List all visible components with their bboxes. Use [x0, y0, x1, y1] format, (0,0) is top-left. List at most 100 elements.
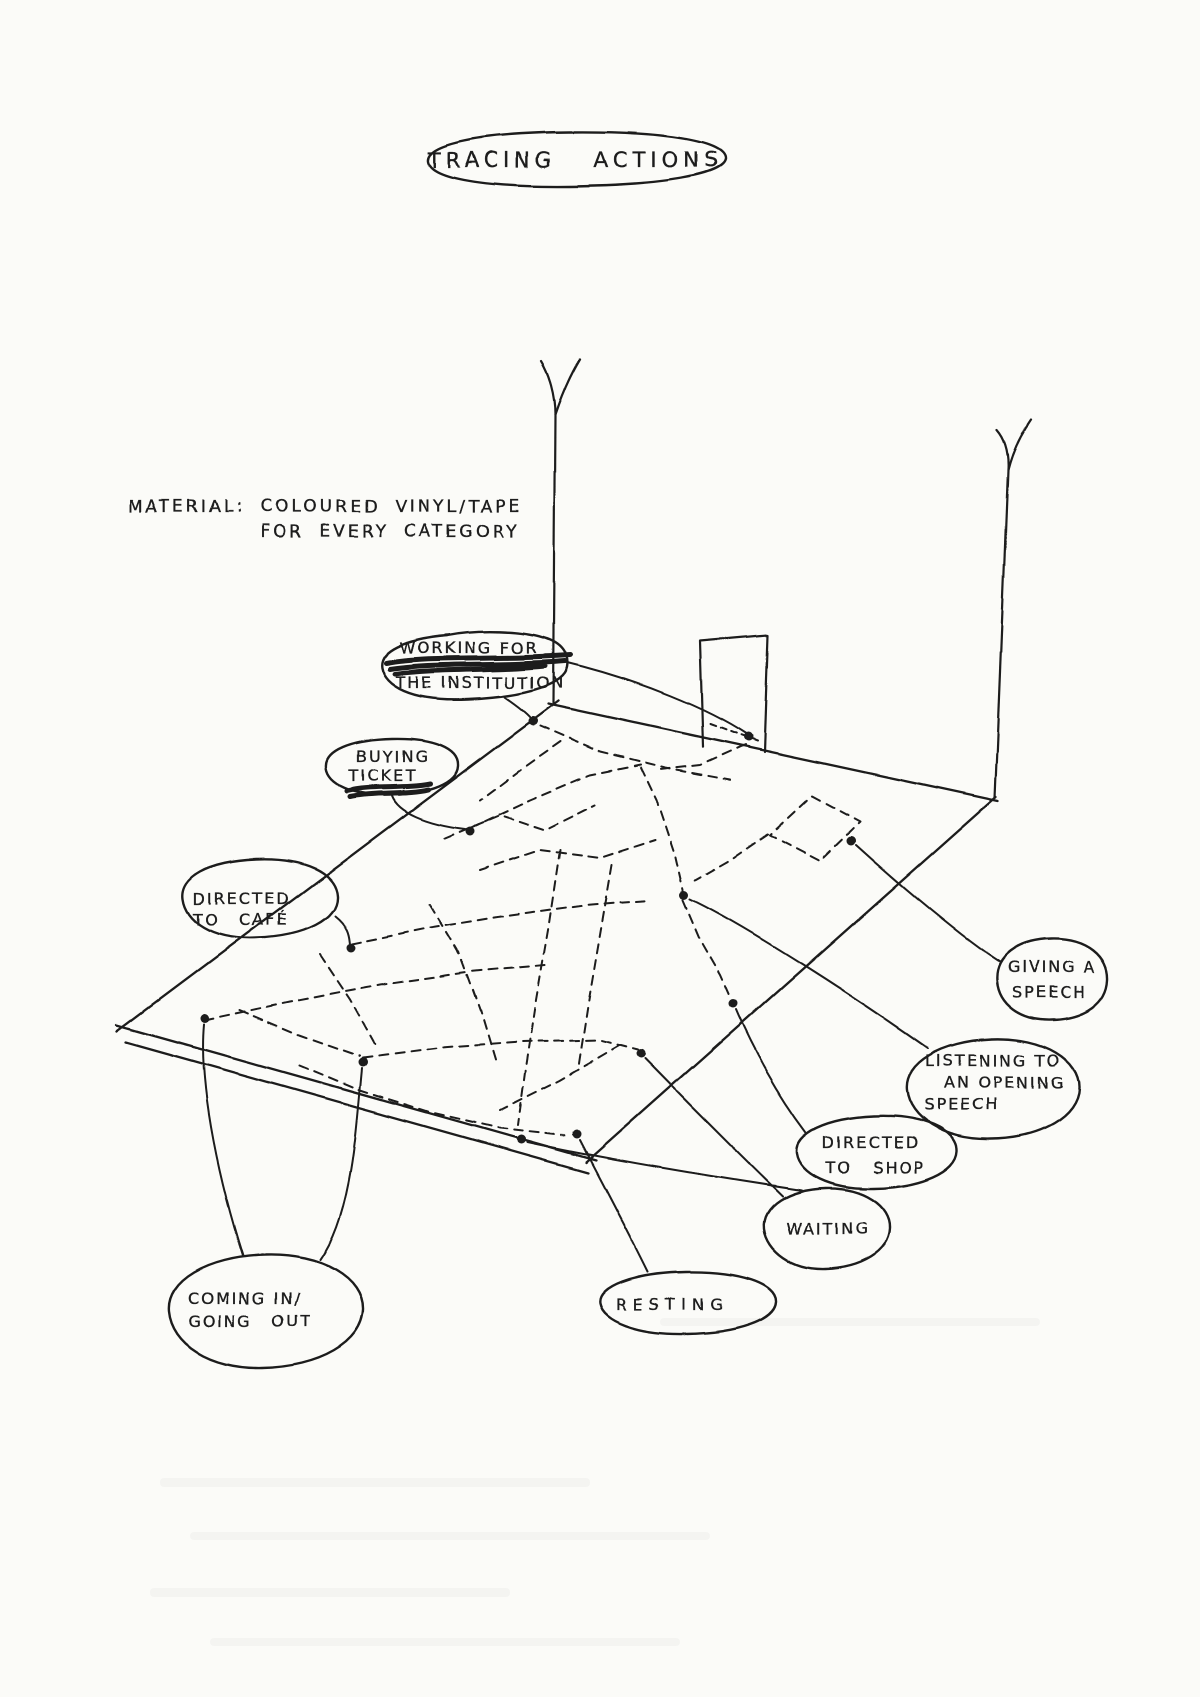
traced-path: [299, 1064, 566, 1136]
endpoint-dot-buying: [465, 826, 475, 836]
smudge: [210, 1638, 680, 1646]
bubble-cafe-outline: [181, 857, 339, 940]
waiting-label-line1: WAITING: [786, 1219, 869, 1238]
endpoint-dot-waiting-a: [636, 1049, 646, 1059]
door-threshold-dashes: [709, 723, 758, 742]
buying-label-line1: BUYING: [356, 747, 430, 766]
bubble-coming: COMING IN/ GOING OUT: [167, 1253, 365, 1370]
traced-path: [639, 767, 684, 891]
cafe-label-line2: TO CAFÉ: [192, 910, 289, 929]
traced-path: [351, 899, 651, 945]
bubble-working: WORKING FOR THE INSTITUTION: [380, 630, 573, 701]
smudge: [150, 1588, 510, 1597]
title-bubble: TRACING ACTIONS: [426, 130, 727, 188]
traced-path: [362, 1039, 639, 1059]
leader-listening: [689, 898, 929, 1049]
endpoint-dot-waiting-b: [516, 1134, 526, 1144]
endpoint-dot-cafe: [346, 943, 356, 953]
material-note: MATERIAL: COLOURED VINYL/TAPE FOR EVERY …: [128, 497, 519, 542]
leader-buying: [391, 795, 466, 830]
bubble-shop: DIRECTED TO SHOP: [795, 1114, 959, 1190]
left-wall-corner: [539, 360, 557, 705]
strikethrough-scribble: [383, 652, 573, 677]
leader-resting: [579, 1139, 649, 1273]
traced-path: [204, 964, 546, 1021]
smudge: [160, 1478, 590, 1487]
bubble-waiting-outline: [762, 1186, 892, 1271]
bubble-cafe: DIRECTED TO CAFÉ: [181, 857, 339, 940]
endpoint-dot-coming-a: [200, 1013, 210, 1023]
strikethrough-scribble: [344, 781, 433, 800]
bubble-giving-outline: [995, 937, 1110, 1022]
coming-label-line1: COMING IN/: [188, 1289, 302, 1308]
floor-outline: [115, 699, 1000, 1174]
floor-edge-back-left: [115, 699, 560, 1033]
leader-shop: [735, 1009, 807, 1133]
traced-path: [499, 1044, 621, 1111]
endpoint-dot-listening: [679, 890, 689, 900]
room-walls: [539, 357, 1033, 800]
smudge: [190, 1532, 710, 1540]
resting-label-line1: RESTING: [616, 1295, 728, 1314]
traced-path: [517, 849, 561, 1126]
traced-path: [319, 954, 376, 1046]
bubble-giving: GIVING A SPEECH: [995, 937, 1110, 1022]
traced-path: [479, 741, 561, 801]
traced-path: [444, 804, 596, 839]
endpoint-dot-working-door: [743, 732, 753, 742]
label-bubbles: WORKING FOR THE INSTITUTION BUYING TICKE…: [167, 630, 1110, 1370]
listening-label-line3: SPEECH: [924, 1095, 999, 1114]
bubble-resting-outline: [598, 1270, 778, 1336]
traced-path: [469, 764, 641, 829]
floor-edge-back-right: [546, 702, 1000, 803]
bubble-listening: LISTENING TO AN OPENING SPEECH: [905, 1037, 1081, 1141]
traced-path: [539, 725, 731, 781]
endpoint-dot-giving: [846, 836, 856, 846]
traced-path: [479, 839, 656, 871]
bubble-shop-outline: [795, 1114, 959, 1190]
title-bubble-outline: [426, 130, 727, 188]
endpoint-dot-coming-b: [358, 1057, 368, 1067]
door: [698, 633, 770, 754]
endpoint-dot-working-floor: [528, 716, 538, 726]
bubble-resting: RESTING: [598, 1270, 778, 1336]
bubble-coming-outline: [167, 1253, 365, 1370]
leader-coming-b: [319, 1067, 363, 1261]
buying-label-line2: TICKET: [348, 766, 417, 785]
page-title: TRACING ACTIONS: [427, 148, 722, 172]
leader-lines: [202, 661, 1001, 1273]
right-wall-corner-fork: [1006, 418, 1033, 472]
path-endpoint-dots: [200, 716, 856, 1144]
traced-path: [429, 904, 496, 1061]
leader-waiting-a: [644, 1058, 783, 1197]
bubble-listening-outline: [905, 1037, 1081, 1141]
shop-label-line1: DIRECTED: [822, 1133, 920, 1152]
floor-edge-front-left: [115, 1023, 598, 1162]
floor-edge-front-right: [584, 795, 998, 1164]
listening-label-line2: AN OPENING: [944, 1073, 1065, 1092]
bubble-waiting: WAITING: [762, 1186, 892, 1271]
door-frame: [698, 633, 770, 754]
right-wall-corner: [993, 428, 1010, 800]
listening-label-line1: LISTENING TO: [925, 1051, 1061, 1070]
leader-giving: [855, 844, 1001, 963]
giving-label-line1: GIVING A: [1008, 958, 1097, 977]
traced-path: [694, 833, 769, 881]
smudge: [660, 1318, 1040, 1326]
leader-cafe: [334, 915, 351, 945]
leader-working-door: [564, 661, 747, 735]
left-wall-corner-fork: [553, 357, 582, 417]
material-note-line2: FOR EVERY CATEGORY: [260, 522, 519, 542]
working-label-line1: WORKING FOR: [400, 638, 539, 657]
leader-working-floor: [504, 696, 532, 719]
coming-label-line2: GOING OUT: [188, 1312, 312, 1331]
speech-area-diamond: [769, 795, 861, 862]
scan-smudges: [150, 1318, 1040, 1646]
leader-coming-a: [202, 1023, 244, 1257]
traced-paths: [204, 725, 861, 1136]
traced-path: [654, 744, 746, 771]
bubble-buying: BUYING TICKET: [324, 737, 460, 800]
leader-waiting-b: [526, 1141, 803, 1191]
